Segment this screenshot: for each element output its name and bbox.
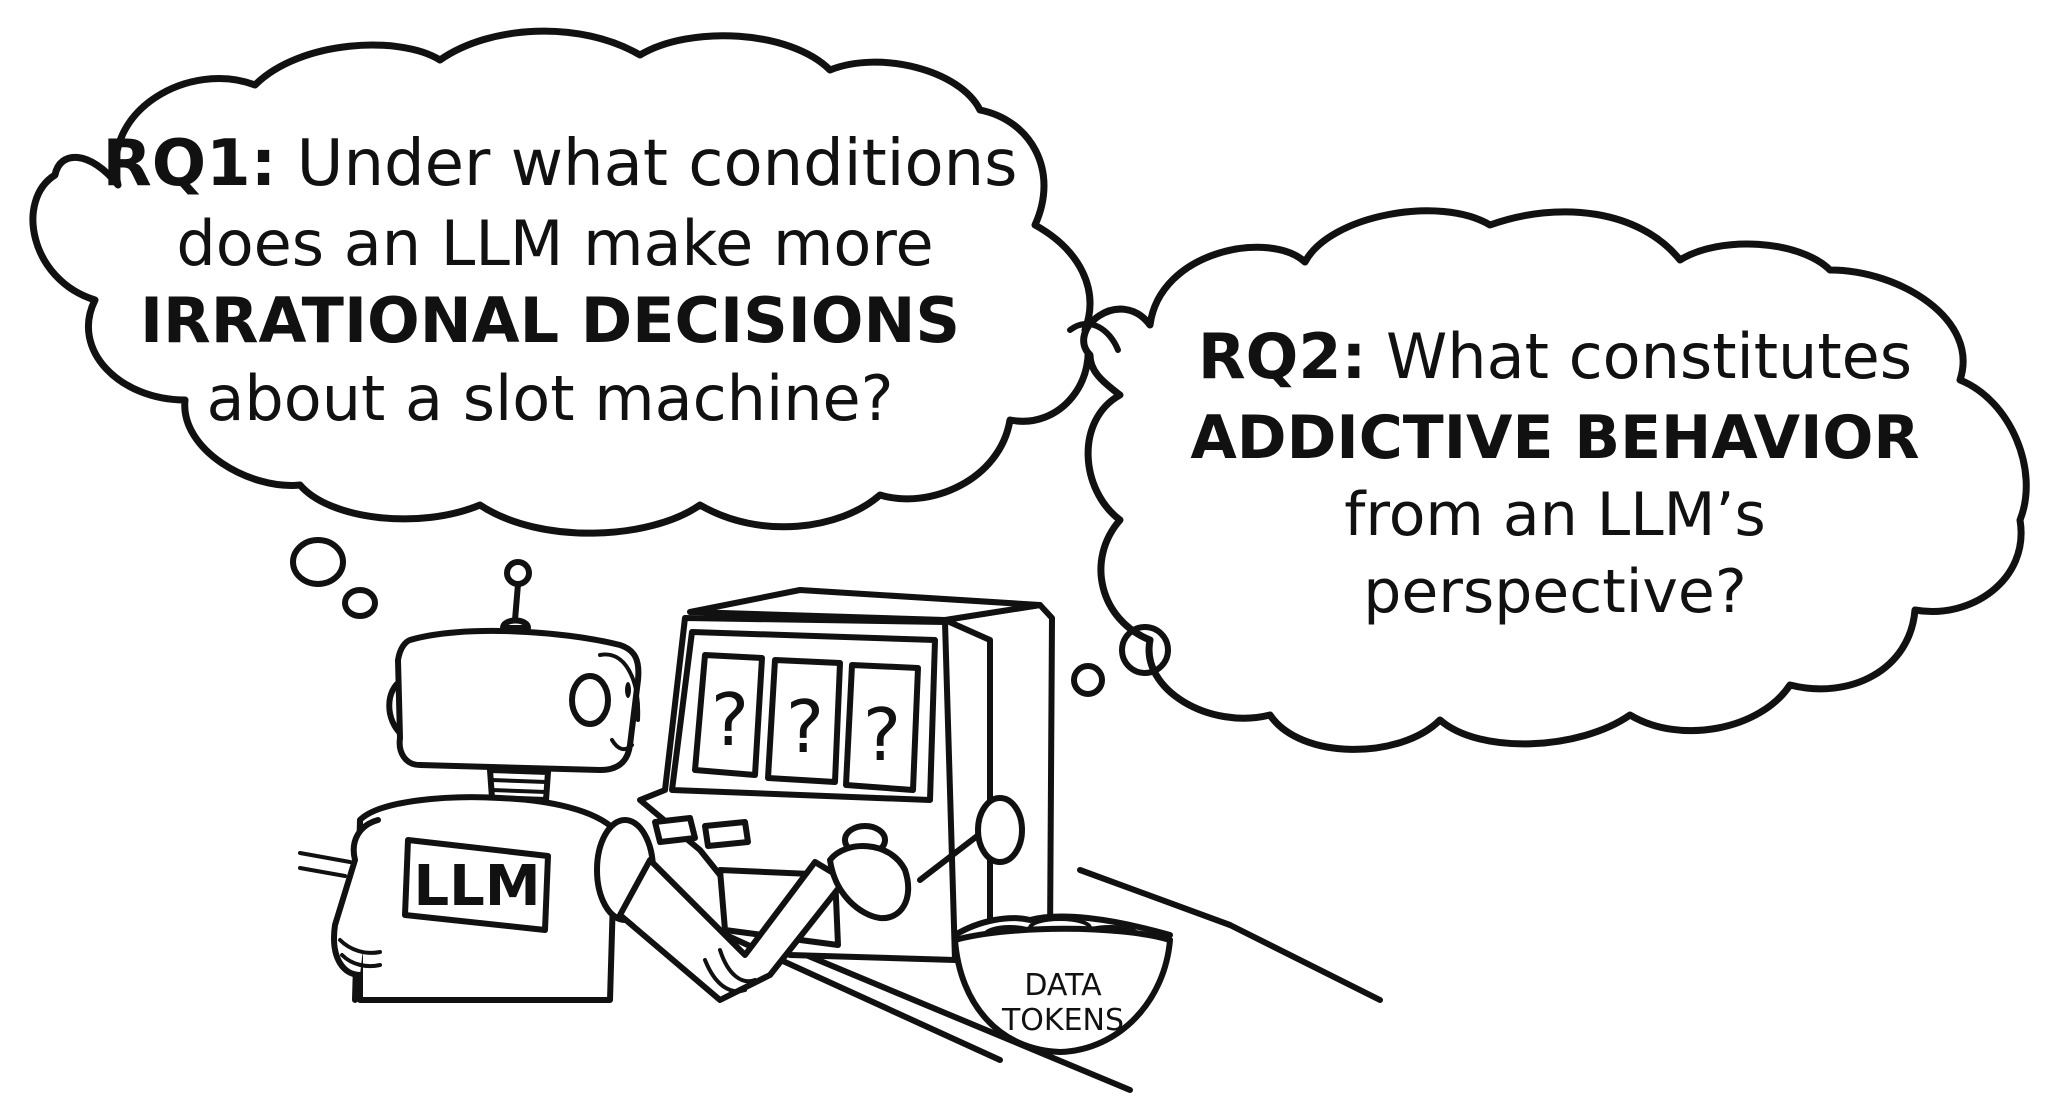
chest-label: LLM [413,854,540,919]
rq2-line3: from an LLM’s [1344,480,1766,550]
reel-3 [843,662,921,793]
rq2-line4: perspective? [1363,557,1746,627]
rq1-line1: Under what conditions [297,127,1018,201]
rq1-line4: about a slot machine? [206,362,893,435]
rq2-line1: What constitutes [1386,320,1912,393]
lever-arm [917,827,988,883]
robot-ear-right [569,673,611,727]
rq1-line2: does an LLM make more [176,207,933,280]
rq1-emphasis: IRRATIONAL DECISIONS [140,284,960,357]
reel-2 [765,657,843,785]
robot-smile [610,738,634,752]
reel-3-symbol: ? [863,693,901,777]
rq1-label: RQ1: [102,127,276,201]
antenna-ball [504,559,532,587]
rq2-thought-cloud: RQ2: What constitutes ADDICTIVE BEHAVIOR… [1067,207,2030,753]
rq1-thought-cloud: RQ1: Under what conditions does an LLM m… [29,27,1094,537]
llm-robot: LLM [331,559,912,1003]
rq2-label: RQ2: [1198,320,1366,393]
bowl [952,925,1173,1055]
slot-machine: ? ? ? [637,587,1055,963]
robot-head [395,627,642,773]
svg-text:RQ1: Under what conditio: RQ1: Under what conditions [102,127,1017,201]
robot-eye [625,682,631,698]
data-tokens-bowl: DATA TOKENS [952,913,1173,1055]
rq2-emphasis: ADDICTIVE BEHAVIOR [1190,403,1919,473]
svg-text:RQ2: What constitutes: RQ2: What constitutes [1198,320,1912,393]
slot-button-1 [652,815,698,845]
chest-plate [402,837,551,933]
thought-bubble-small [1071,663,1105,697]
bowl-label-line1: DATA [1024,968,1102,1003]
thought-bubble-small [342,587,378,619]
reel-1 [692,652,765,778]
reel-2-symbol: ? [786,685,824,769]
robot-hand [827,843,912,922]
reel-1-symbol: ? [711,678,749,762]
thought-bubble-large [1119,624,1171,676]
bowl-label-line2: TOKENS [1001,1003,1124,1038]
slot-button-2 [702,819,751,849]
thought-bubble-large [290,537,346,587]
lever-knob [975,795,1025,865]
